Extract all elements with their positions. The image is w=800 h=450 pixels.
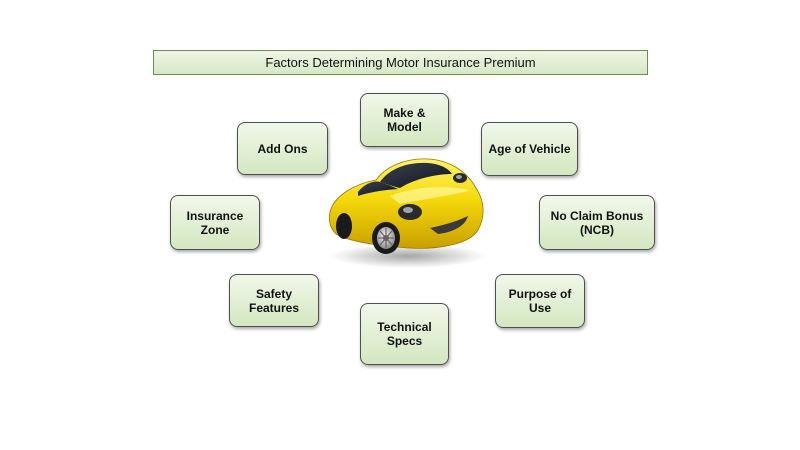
factor-age-of-vehicle: Age of Vehicle: [481, 122, 578, 176]
factor-technical-specs: Technical Specs: [360, 303, 449, 365]
factor-no-claim-bonus: No Claim Bonus (NCB): [539, 195, 655, 250]
factor-insurance-zone: Insurance Zone: [170, 195, 260, 250]
factor-purpose-of-use: Purpose of Use: [495, 274, 585, 328]
yellow-car-icon: [328, 158, 486, 268]
factor-safety-features: Safety Features: [229, 274, 319, 327]
factor-make-and-model: Make & Model: [360, 93, 449, 147]
factor-add-ons: Add Ons: [237, 122, 328, 175]
diagram-title: Factors Determining Motor Insurance Prem…: [153, 50, 648, 75]
